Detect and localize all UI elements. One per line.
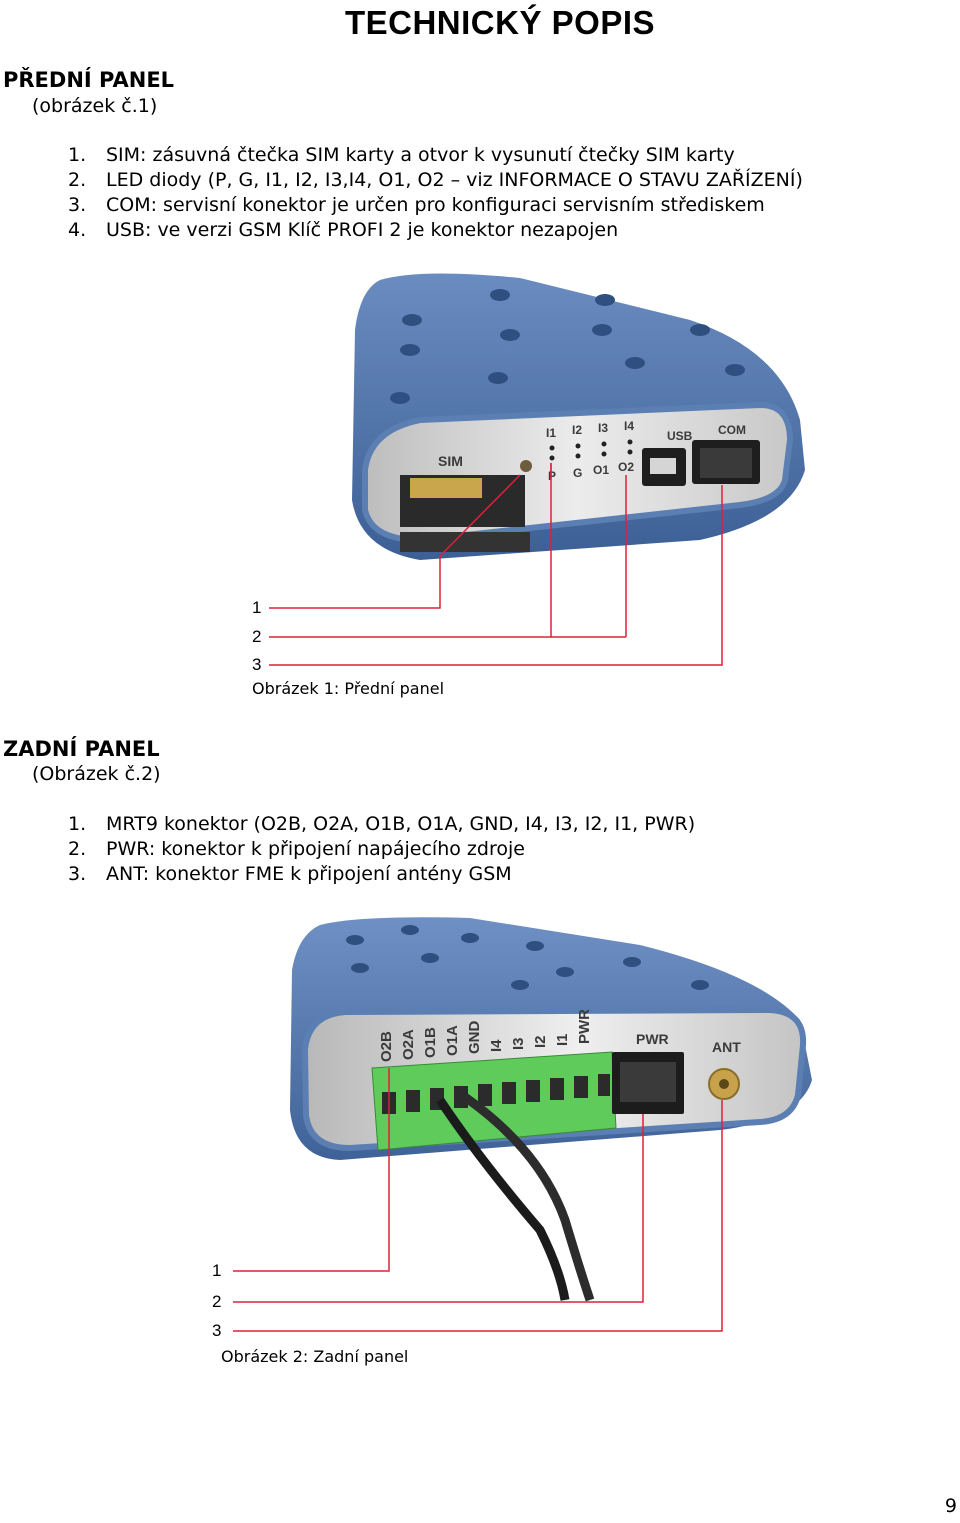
svg-text:I4: I4 <box>488 1039 505 1052</box>
callout-1: 1 <box>212 1261 222 1280</box>
svg-text:I1: I1 <box>546 426 556 440</box>
callout-3: 3 <box>212 1321 222 1340</box>
terminal-labels: O2B O2A O1B O1A GND I4 I3 I2 I1 PWR <box>378 1009 593 1062</box>
page-title: TECHNICKÝ POPIS <box>344 4 656 41</box>
list-item: 1.MRT9 konektor (O2B, O2A, O1B, O1A, GND… <box>68 813 696 835</box>
svg-text:I2: I2 <box>532 1035 549 1048</box>
ant-label: ANT <box>712 1039 741 1055</box>
front-panel-subheading: (obrázek č.1) <box>32 95 158 117</box>
svg-text:I4: I4 <box>624 419 634 433</box>
list-item: 1.SIM: zásuvná čtečka SIM karty a otvor … <box>68 144 735 166</box>
svg-text:O2B: O2B <box>378 1031 395 1062</box>
list-item: 4.USB: ve verzi GSM Klíč PROFI 2 je kone… <box>68 219 619 241</box>
mrt9-connector <box>371 1051 617 1151</box>
list-item: 2.LED diody (P, G, I1, I2, I3,I4, O1, O2… <box>68 169 803 191</box>
callout-2: 2 <box>252 627 262 646</box>
com-label: COM <box>718 423 746 437</box>
callout-3: 3 <box>252 655 262 674</box>
shell-dots <box>346 925 709 990</box>
page-number: 9 <box>944 1495 957 1517</box>
front-panel-list: 1.SIM: zásuvná čtečka SIM karty a otvor … <box>68 143 803 243</box>
ant-connector <box>708 1068 740 1100</box>
device-shell <box>290 917 812 1160</box>
svg-text:O1B: O1B <box>422 1027 439 1058</box>
svg-text:PWR: PWR <box>576 1009 593 1044</box>
led-group: I1 I2 I3 I4 P G O1 O2 <box>546 419 634 483</box>
list-item: 3.ANT: konektor FME k připojení antény G… <box>68 863 512 885</box>
svg-text:G: G <box>573 466 582 480</box>
svg-text:O1: O1 <box>593 463 609 477</box>
svg-text:O2: O2 <box>618 460 634 474</box>
list-item: 2.PWR: konektor k připojení napájecího z… <box>68 838 525 860</box>
svg-text:GND: GND <box>466 1021 483 1055</box>
usb-label: USB <box>667 429 693 443</box>
pwr-label: PWR <box>636 1031 669 1047</box>
callout-lines <box>269 463 723 666</box>
rear-panel-heading: ZADNÍ PANEL <box>3 737 160 761</box>
svg-text:I3: I3 <box>510 1037 527 1050</box>
pwr-port <box>612 1052 684 1114</box>
front-panel-illustration: SIM I1 I2 I3 I4 P G O1 O2 USB COM <box>269 273 805 666</box>
sim-label: SIM <box>438 453 463 469</box>
rear-face <box>301 1006 807 1152</box>
svg-text:I1: I1 <box>554 1033 571 1046</box>
callout-1: 1 <box>252 598 262 617</box>
callout-lines <box>233 1068 723 1332</box>
rear-panel-list: 1.MRT9 konektor (O2B, O2A, O1B, O1A, GND… <box>68 812 695 887</box>
svg-text:I3: I3 <box>598 421 608 435</box>
shell-dots <box>390 289 745 404</box>
figure-caption: Obrázek 2: Zadní panel <box>221 1347 409 1366</box>
list-item: 3.COM: servisní konektor je určen pro ko… <box>68 194 765 216</box>
svg-text:O1A: O1A <box>444 1025 461 1056</box>
figure-caption: Obrázek 1: Přední panel <box>252 679 445 698</box>
front-panel-heading: PŘEDNÍ PANEL <box>3 68 175 92</box>
svg-text:O2A: O2A <box>400 1029 417 1060</box>
svg-text:I2: I2 <box>572 423 582 437</box>
svg-text:P: P <box>548 469 556 483</box>
rear-panel-subheading: (Obrázek č.2) <box>32 763 161 785</box>
callout-2: 2 <box>212 1292 222 1311</box>
